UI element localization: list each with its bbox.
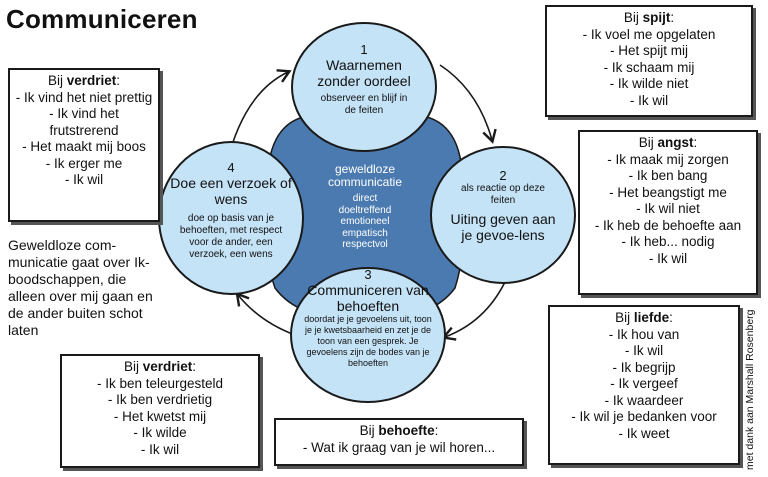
box-line: - Ik heb de behoefte aan [594, 217, 742, 233]
arrow-2-to-3 [441, 281, 506, 341]
step-2-subtitle: als reactie op deze feiten [461, 183, 545, 206]
step-3-subtitle: doordat je je gevoelens uit, toon je je … [304, 314, 432, 368]
box-line: - Ik erger me [45, 155, 123, 171]
step-4-subtitle: doe op basis van je behoeften, met respe… [179, 213, 283, 260]
step-1: 1 Waarnemen zonder oordeel observeer en … [304, 42, 424, 117]
box-liefde: Bij liefde: - Ik hou van - Ik wil - Ik b… [548, 305, 740, 465]
box-line: - Ik wil [648, 250, 688, 266]
box-line: - Ik schaam mij [603, 59, 695, 75]
box-line: - Ik ben bang [628, 168, 708, 183]
center-title: geweldloze communicatie [327, 162, 403, 189]
box-line: - Het maakt mij boos [22, 139, 146, 154]
box-line: - Ik vergeef [610, 376, 678, 391]
box-verdriet-bottom-header: Bij verdriet: [123, 359, 197, 374]
box-spijt-header: Bij spijt: [623, 10, 675, 25]
step-2-title: Uiting geven aan je gevoe-lens [450, 211, 556, 243]
box-spijt: Bij spijt: - Ik voel me opgelaten - Het … [545, 5, 753, 117]
step-3-circle [290, 267, 446, 403]
box-behoefte-header: Bij behoefte: [359, 423, 439, 438]
box-line: - Ik wilde [133, 425, 187, 440]
box-line: - Het beangstigt me [609, 184, 727, 200]
center-items: direct doeltreffend emotioneel empatisch… [300, 193, 430, 251]
box-line: - Ik waardeer [604, 392, 684, 408]
center-item: empatisch [342, 227, 388, 239]
box-line: - Ik begrijp [612, 359, 676, 375]
arrow-1-to-2 [439, 64, 497, 144]
box-line: - Ik voel me opgelaten [582, 26, 716, 42]
step-1-number: 1 [360, 42, 368, 57]
box-verdriet-bottom: Bij verdriet: - Ik ben teleurgesteld - I… [60, 354, 260, 468]
box-verdriet-top: Bij verdriet: - Ik vind het niet prettig… [8, 68, 160, 222]
box-line: - Wat ik graag van je wil horen... [302, 439, 496, 455]
step-1-circle [291, 22, 437, 152]
box-line: - Ik wil [64, 172, 104, 187]
center-item: respectvol [342, 239, 388, 250]
box-line: - Ik hou van [608, 326, 680, 342]
box-line: - Ik vind het niet prettig [15, 89, 153, 105]
box-line: - Het kwetst mij [113, 408, 207, 424]
box-line: - Ik vind het frutstrerend [49, 106, 119, 138]
box-line: - Ik maak mij zorgen [607, 151, 729, 167]
page-title: Communiceren [6, 4, 198, 34]
box-liefde-header: Bij liefde: [615, 310, 673, 325]
box-angst-header: Bij angst: [638, 135, 698, 150]
box-line: - Ik ben verdrietig [107, 392, 213, 407]
box-line: - Ik wil [140, 441, 180, 457]
step-4-number: 4 [227, 160, 235, 175]
box-angst: Bij angst: - Ik maak mij zorgen - Ik ben… [578, 130, 758, 295]
step-3: 3 Communiceren van behoeften doordat je … [303, 267, 433, 369]
step-3-number: 3 [364, 267, 372, 282]
credit-text: met dank aan Marshall Rosenberg [744, 309, 756, 470]
box-line: - Ik wil [624, 343, 664, 358]
box-line: - Ik ben teleurgesteld [96, 375, 224, 391]
step-1-subtitle: observeer en blijf in de feiten [320, 93, 408, 116]
arrow-4-to-1 [231, 69, 292, 146]
box-line: - Ik wil niet [636, 201, 700, 216]
box-verdriet-top-header: Bij verdriet: [47, 73, 121, 88]
step-2-circle [430, 146, 576, 284]
arrow-3-to-4 [235, 291, 296, 336]
box-line: - Ik wilde niet [609, 76, 689, 91]
step-4: 4 Doe een verzoek of wens doe op basis v… [170, 160, 292, 261]
step-2: 2 als reactie op deze feiten Uiting geve… [450, 168, 556, 243]
box-behoefte: Bij behoefte: - Wat ik graag van je wil … [274, 418, 524, 466]
center-item: direct [352, 193, 378, 204]
center-item: doeltreffend [338, 204, 392, 216]
box-line: - Ik wil je bedanken voor [571, 409, 717, 424]
box-line: - Ik heb... nodig [621, 234, 715, 249]
step-4-title: Doe een verzoek of wens [170, 175, 292, 207]
box-line: - Ik wil [629, 92, 669, 108]
box-line: - Ik weet [618, 425, 670, 441]
box-line: - Het spijt mij [609, 43, 688, 58]
step-3-title: Communiceren van behoeften [307, 282, 429, 314]
side-note: Geweldloze com-municatie gaat over Ik-bo… [8, 237, 153, 338]
step-1-title: Waarnemen zonder oordeel [317, 57, 411, 89]
center-item: emotioneel [340, 216, 390, 227]
step-2-number: 2 [499, 168, 507, 183]
